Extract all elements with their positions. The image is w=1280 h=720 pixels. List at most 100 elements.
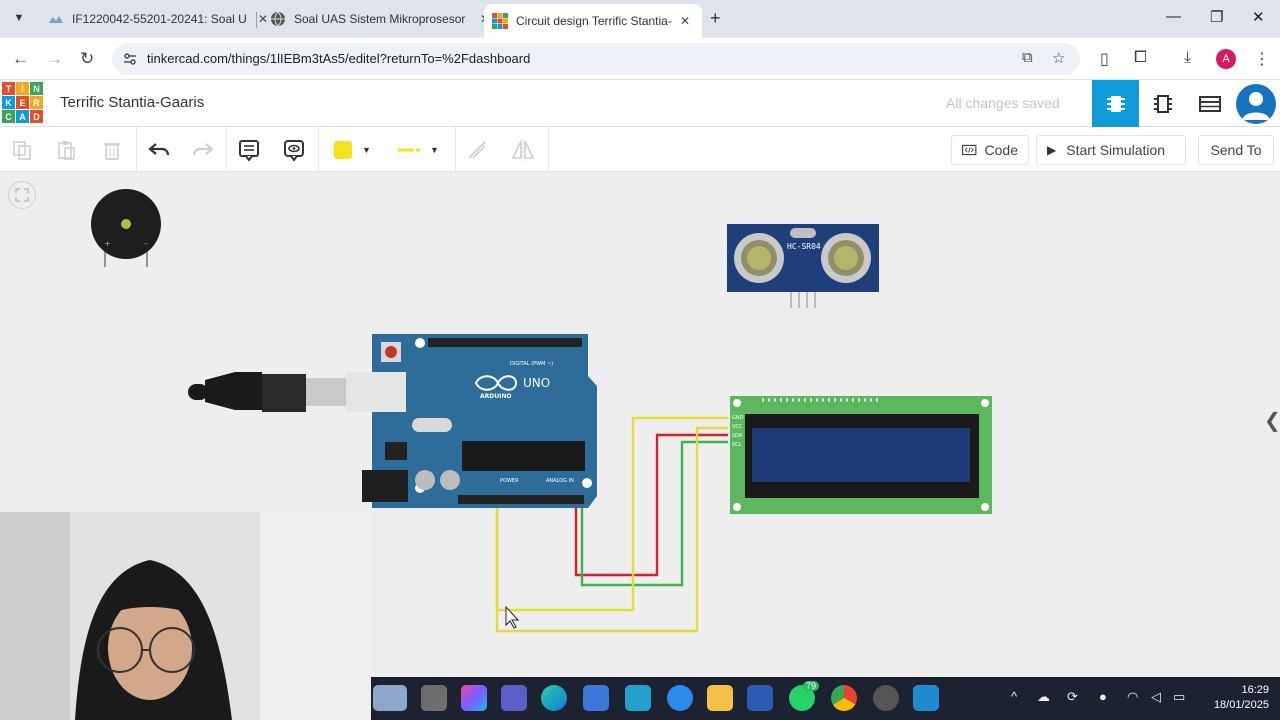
wire-type-dropdown[interactable]: ▼ bbox=[388, 135, 446, 165]
analog-label: ANALOG IN bbox=[546, 478, 574, 484]
install-app-icon[interactable]: ⧉ bbox=[1022, 49, 1033, 66]
help-icon[interactable] bbox=[667, 685, 693, 711]
start-simulation-button[interactable]: ▶ Start Simulation bbox=[1036, 135, 1186, 165]
zoom-fit-button[interactable] bbox=[8, 181, 36, 209]
minimize-icon[interactable]: — bbox=[1166, 8, 1181, 25]
url-text[interactable]: tinkercad.com/things/1lIEBm3tAs5/editel?… bbox=[147, 51, 531, 66]
circuit-view-button[interactable] bbox=[1092, 80, 1139, 127]
simulate-label: Start Simulation bbox=[1066, 142, 1166, 158]
file-explorer-icon[interactable] bbox=[707, 685, 733, 711]
word-icon[interactable] bbox=[747, 685, 773, 711]
delete-trash-icon[interactable] bbox=[97, 135, 127, 165]
wires[interactable] bbox=[495, 416, 728, 633]
code-button[interactable]: Code bbox=[951, 135, 1029, 165]
address-bar[interactable]: tinkercad.com/things/1lIEBm3tAs5/editel?… bbox=[112, 43, 1080, 75]
paste-icon[interactable] bbox=[51, 135, 81, 165]
toolbar-divider bbox=[455, 127, 456, 172]
battery-icon[interactable]: ▭ bbox=[1173, 689, 1186, 704]
wire-color-dropdown[interactable]: ▼ bbox=[326, 135, 378, 165]
chrome-icon[interactable] bbox=[831, 685, 857, 711]
sidebar-icon[interactable]: ▯ bbox=[1100, 51, 1109, 68]
reload-icon[interactable]: ↻ bbox=[80, 49, 95, 68]
clock-time: 16:29 bbox=[1241, 684, 1269, 696]
tab-title: Soal UAS Sistem Mikroprosesor bbox=[294, 12, 466, 26]
bookmark-star-icon[interactable]: ☆ bbox=[1052, 50, 1066, 67]
color-swatch bbox=[334, 141, 352, 159]
close-icon[interactable]: ✕ bbox=[679, 14, 691, 28]
flip-icon[interactable] bbox=[508, 135, 538, 165]
tray-chevron-icon[interactable]: ^ bbox=[1011, 689, 1018, 704]
weather-widget-icon[interactable] bbox=[373, 685, 407, 711]
sensor-label: HC-SR04 bbox=[787, 242, 821, 251]
editor-toolbar: ▼ ▼ Code ▶ Start Simulation Send To bbox=[0, 127, 1280, 172]
edge-icon[interactable] bbox=[541, 685, 567, 711]
redo-icon[interactable] bbox=[188, 135, 218, 165]
schematic-view-button[interactable] bbox=[1139, 80, 1186, 127]
design-title[interactable]: Terrific Stantia-Gaaris bbox=[60, 94, 205, 111]
lcd-16x2-display[interactable]: GND VCC SDA SCL bbox=[730, 396, 992, 514]
lcd-pin-label: VCC bbox=[732, 424, 743, 430]
tab-circuit-design[interactable]: Circuit design Terrific Stantia-G ✕ bbox=[484, 4, 702, 38]
vscode-icon[interactable] bbox=[913, 685, 939, 711]
task-view-icon[interactable] bbox=[421, 685, 447, 711]
code-label: Code bbox=[984, 142, 1018, 158]
browser-toolbar: ← → ↻ tinkercad.com/things/1lIEBm3tAs5/e… bbox=[0, 38, 1280, 80]
wire-vcc[interactable] bbox=[574, 433, 728, 577]
logo-letter: N bbox=[30, 82, 43, 95]
power-label: POWER bbox=[500, 478, 519, 484]
site-info-icon[interactable] bbox=[122, 51, 138, 67]
profile-avatar[interactable]: A bbox=[1216, 49, 1236, 69]
tab-divider bbox=[256, 12, 257, 28]
wifi-icon[interactable]: ◠ bbox=[1127, 689, 1139, 704]
logo-letter: T bbox=[2, 82, 15, 95]
copy-icon[interactable] bbox=[7, 135, 37, 165]
back-icon[interactable]: ← bbox=[12, 49, 29, 68]
webcam-overlay bbox=[0, 512, 371, 720]
component-list-button[interactable] bbox=[1186, 80, 1233, 127]
logo-letter: E bbox=[16, 96, 29, 109]
tab-soal-moodle[interactable]: IF1220042-55201-20241: Soal U ✕ bbox=[40, 4, 278, 34]
circuit-view-icon bbox=[1106, 95, 1125, 112]
lcd-pin-label: SCL bbox=[732, 442, 742, 448]
sync-icon[interactable]: ⟳ bbox=[1067, 689, 1078, 704]
toolbar-divider bbox=[318, 127, 319, 172]
send-to-button[interactable]: Send To bbox=[1198, 135, 1274, 165]
notes-visibility-icon[interactable] bbox=[279, 135, 309, 165]
arduino-uno-board[interactable]: UNO ARDUINO DIGITAL (PWM ~) POWER ANALOG… bbox=[350, 334, 597, 508]
browser-tabstrip: ▼ IF1220042-55201-20241: Soal U ✕ Soal U… bbox=[0, 0, 1280, 38]
wire-scl[interactable] bbox=[580, 440, 728, 587]
store-icon[interactable] bbox=[583, 685, 609, 711]
tab-search-icon[interactable]: ▼ bbox=[13, 12, 25, 24]
window-close-icon[interactable]: ✕ bbox=[1252, 9, 1265, 26]
app-icon[interactable] bbox=[625, 685, 651, 711]
forward-icon[interactable]: → bbox=[46, 49, 63, 68]
microphone-icon[interactable]: ● bbox=[1099, 689, 1107, 704]
notes-icon[interactable] bbox=[234, 135, 264, 165]
restore-icon[interactable]: ❐ bbox=[1210, 9, 1224, 26]
mouse-cursor-icon bbox=[505, 605, 520, 629]
obs-icon[interactable] bbox=[873, 685, 899, 711]
user-avatar[interactable] bbox=[1236, 84, 1276, 124]
svg-text:+: + bbox=[104, 239, 111, 248]
undo-icon[interactable] bbox=[144, 135, 174, 165]
new-tab-button[interactable]: + bbox=[710, 8, 721, 28]
system-clock[interactable]: 16:29 18/01/2025 bbox=[1203, 683, 1269, 713]
copilot-icon[interactable] bbox=[461, 685, 487, 711]
tab-soal-uas[interactable]: Soal UAS Sistem Mikroprosesor ✕ bbox=[262, 4, 500, 34]
tinkercad-logo[interactable]: T I N K E R C A D bbox=[2, 82, 43, 124]
onedrive-icon[interactable]: ☁ bbox=[1037, 689, 1050, 704]
ultrasonic-sensor[interactable]: HC-SR04 bbox=[727, 224, 879, 308]
collapse-panel-icon[interactable]: ❮ bbox=[1264, 410, 1280, 432]
app-header: T I N K E R C A D Terrific Stantia-Gaari… bbox=[0, 80, 1280, 127]
close-icon[interactable]: ✕ bbox=[257, 12, 269, 26]
circuit-drawing: + – HC-SR04 bbox=[91, 189, 992, 633]
more-menu-icon[interactable]: ⋮ bbox=[1254, 51, 1270, 68]
volume-icon[interactable]: ◁ bbox=[1151, 689, 1161, 704]
download-icon[interactable]: ⤓ bbox=[1184, 49, 1192, 66]
wire-sda[interactable] bbox=[495, 426, 728, 633]
extensions-icon[interactable]: ⧠ bbox=[1134, 49, 1147, 66]
piezo-buzzer[interactable]: + – bbox=[91, 189, 161, 267]
teams-icon[interactable] bbox=[501, 685, 527, 711]
play-icon: ▶ bbox=[1047, 143, 1057, 157]
rotate-icon[interactable] bbox=[462, 135, 492, 165]
